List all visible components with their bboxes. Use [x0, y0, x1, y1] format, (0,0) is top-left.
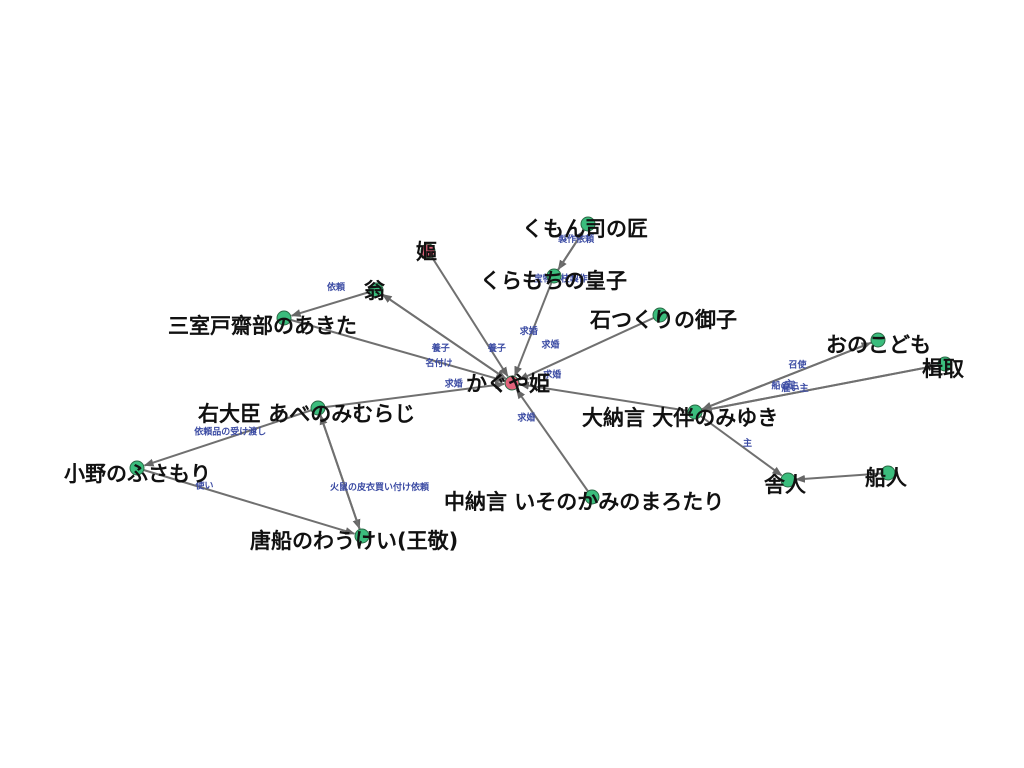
edge-funabito-to-toneri: [794, 472, 889, 483]
edge-label-kajitori-to-dainagon: 雇い主: [781, 382, 808, 394]
node-label-ono: 小野のふさもり: [64, 462, 211, 486]
edge-label-dainagon-to-onokodomo: 主: [785, 378, 794, 390]
edge-ishitsukuri-to-kaguya: [518, 314, 661, 381]
node-okina[interactable]: [368, 282, 384, 298]
node-label-mimuro: 三室戸齋部のあきた: [168, 314, 357, 338]
node-label-toneri: 舎人: [764, 473, 806, 497]
node-onokodomo[interactable]: [870, 332, 886, 348]
node-kumon[interactable]: [580, 216, 596, 232]
edge-kuramochi-to-kaguya: [513, 275, 555, 377]
edge-label-ono-to-karafune: 使い: [194, 479, 213, 491]
edge-dainagon-to-toneri: [694, 411, 783, 477]
edge-dainagon-to-onokodomo: [694, 341, 872, 413]
edge-udaijin-to-ono: [143, 407, 319, 467]
node-label-udaijin: 右大臣 あべのみむらじ: [198, 402, 415, 426]
node-mimuro[interactable]: [276, 310, 292, 326]
edge-kaguya-to-okina: [381, 293, 513, 384]
edge-label-okina-to-mimuro: 依頼: [327, 281, 346, 293]
edge-dainagon-to-kajitori: [694, 363, 939, 413]
node-kaguya[interactable]: [504, 375, 520, 391]
node-label-chunagon: 中納言 いそのかみのまろたり: [444, 490, 724, 514]
node-label-funabito: 船人: [865, 466, 907, 490]
edge-hori-to-kaguya: [427, 250, 509, 378]
node-kajitori[interactable]: [937, 356, 953, 372]
node-label-kajitori: 楫取: [922, 357, 964, 381]
node-label-kuramochi: くらもちの皇子: [480, 269, 627, 293]
node-hori[interactable]: [420, 243, 436, 259]
edge-label-kuramochi-to-kaguya: 求婚: [520, 325, 538, 337]
node-toneri[interactable]: [780, 472, 796, 488]
edge-label-mimuro-to-kaguya: 名付け: [426, 357, 453, 369]
edge-kuramochi-to-kumon: [553, 229, 585, 277]
node-funabito[interactable]: [880, 465, 896, 481]
edge-label-kumon-to-kuramochi: 製作依頼: [557, 233, 595, 245]
edge-label-chunagon-to-kaguya: 求婚: [517, 411, 535, 423]
node-label-kumon: くもん司の匠: [522, 217, 648, 241]
edge-ono-to-karafune: [136, 467, 356, 535]
node-label-okina: 翁: [364, 279, 386, 303]
edge-label-udaijin-to-ono: 依頼品の受け渡し: [194, 425, 266, 437]
nodes-layer: [129, 216, 953, 544]
edge-karafune-to-udaijin: [319, 414, 363, 537]
node-ono[interactable]: [129, 460, 145, 476]
edge-label-kaguya-to-okina: 養子: [431, 342, 450, 354]
node-label-onokodomo: おのこども: [826, 333, 931, 357]
edge-label-dainagon-to-kajitori: 船の主: [771, 380, 798, 392]
node-label-karafune: 唐船のわうけい(王敬): [250, 529, 458, 553]
edge-label-udaijin-to-karafune: 火鼠の皮衣買い付け依頼: [330, 481, 430, 493]
node-udaijin[interactable]: [310, 400, 326, 416]
node-dainagon[interactable]: [687, 404, 703, 420]
node-karafune[interactable]: [354, 528, 370, 544]
node-label-hori: 嫗: [416, 240, 437, 264]
edge-label-onokodomo-to-dainagon: 召使: [788, 359, 807, 371]
edge-label-ishitsukuri-to-kaguya: 求婚: [541, 338, 559, 350]
edge-udaijin-to-kaguya: [317, 381, 506, 409]
node-label-ishitsukuri: 石つくりの御子: [589, 308, 737, 332]
node-ishitsukuri[interactable]: [652, 307, 668, 323]
node-label-kaguya: かぐや姫: [466, 372, 550, 396]
edge-label-hori-to-kaguya: 養子: [487, 342, 506, 354]
node-kuramochi[interactable]: [546, 268, 562, 284]
node-chunagon[interactable]: [584, 489, 600, 505]
node-label-dainagon: 大納言 大伴のみゆき: [582, 406, 778, 430]
edge-chunagon-to-kaguya: [515, 388, 593, 498]
edge-label-dainagon-to-kaguya: 求婚: [543, 368, 561, 380]
edges-layer: [136, 223, 946, 537]
edge-label-dainagon-to-toneri: 主: [743, 437, 752, 449]
edge-okina-to-mimuro: [290, 289, 377, 317]
edge-label-udaijin-to-kaguya: 求婚: [445, 378, 463, 390]
edge-mimuro-to-kaguya: [283, 317, 506, 383]
edge-dainagon-to-kaguya: [518, 381, 696, 413]
